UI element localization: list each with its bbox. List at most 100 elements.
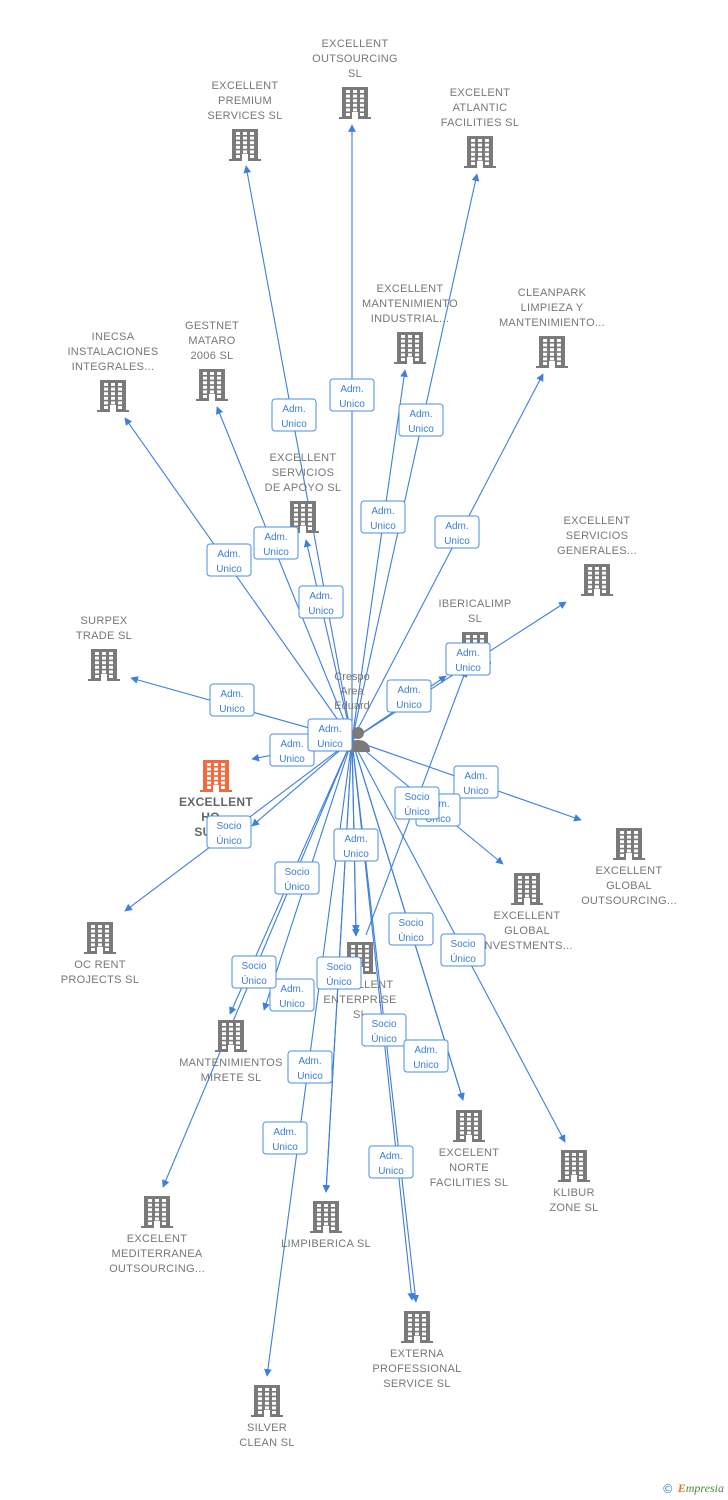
relation-label-text: Socio (371, 1019, 396, 1030)
building-window (474, 1131, 478, 1135)
relation-label-adm[interactable]: Adm.Unico (333, 828, 379, 862)
building-window (588, 567, 592, 570)
building-window (203, 372, 207, 375)
relation-label-adm[interactable]: Adm.Unico (403, 1039, 449, 1073)
building-window (105, 948, 109, 951)
building-window (272, 1388, 276, 1391)
relation-label-adm[interactable]: Adm.Unico (269, 978, 315, 1012)
relation-label-text: Socio (404, 792, 429, 803)
relation-label-text: Adm. (464, 771, 487, 782)
relation-label-text: Socio (450, 939, 475, 950)
building-window (331, 1213, 335, 1217)
building-window (401, 344, 405, 348)
building-window (294, 508, 298, 512)
building-window (408, 353, 412, 357)
company-node-c6[interactable]: INECSAINSTALACIONESINTEGRALES... (67, 331, 158, 412)
relation-label-adm[interactable]: Adm.Unico (434, 515, 480, 549)
company-node-c20[interactable]: EXCELENTMEDITERRANEAOUTSOURCING... (109, 1196, 205, 1275)
building-window (602, 576, 606, 580)
relation-label-adm[interactable]: Adm.Unico (329, 378, 375, 412)
building-door (594, 589, 600, 596)
company-name: PROFESSIONAL (372, 1363, 461, 1375)
building-window (221, 767, 225, 771)
relation-label-adm[interactable]: Adm.Unico (262, 1121, 308, 1155)
relation-label-text: Unico (413, 1060, 439, 1071)
company-node-c13[interactable]: EXCELLENTGLOBALOUTSOURCING... (581, 828, 677, 907)
relation-label-adm[interactable]: Adm.Unico (298, 585, 344, 619)
relation-label-adm[interactable]: Adm.Unico (209, 683, 255, 717)
building-window (602, 571, 606, 575)
relation-label-adm[interactable]: Adm.Unico (271, 398, 317, 432)
relation-label-adm[interactable]: Adm.Unico (307, 718, 353, 752)
company-name: EXCELENT (439, 1147, 499, 1159)
company-name: IBERICALIMP (439, 598, 512, 610)
relation-label-adm[interactable]: Adm.Unico (453, 765, 499, 799)
relation-label-adm[interactable]: Adm.Unico (360, 500, 406, 534)
relation-label-text: Unico (297, 1071, 323, 1082)
building-window (229, 1041, 233, 1045)
building-window (236, 141, 240, 145)
relation-label-adm[interactable]: Adm.Unico (253, 526, 299, 560)
relation-label-text: Unico (219, 704, 245, 715)
building-window (543, 348, 547, 352)
company-node-c9[interactable]: EXCELLENTSERVICIOSGENERALES... (557, 515, 637, 596)
building-door (571, 1175, 577, 1182)
building-window (595, 571, 599, 575)
building-window (401, 335, 405, 338)
relation-label-adm[interactable]: Adm.Unico (398, 403, 444, 437)
company-node-c14[interactable]: EXCELLENTGLOBALINVESTMENTS... (481, 873, 573, 952)
building-window (308, 517, 312, 521)
company-node-c21[interactable]: LIMPIBERICA SL (281, 1201, 371, 1250)
building-window (360, 94, 364, 98)
relation-label-adm[interactable]: Adm.Unico (368, 1145, 414, 1179)
building-window (236, 155, 240, 158)
relation-label-box (209, 683, 255, 717)
relation-label-adm[interactable]: Adm.Unico (445, 642, 491, 676)
company-name: ATLANTIC (453, 102, 508, 114)
building-window (111, 401, 115, 405)
building-window (627, 835, 631, 839)
relation-label-adm[interactable]: Adm.Unico (269, 733, 315, 767)
building-window (550, 348, 554, 352)
building-window (95, 656, 99, 660)
building-window (627, 831, 631, 834)
relation-label-box (206, 543, 252, 577)
building-window (478, 152, 482, 156)
relation-label-text: Unico (281, 419, 307, 430)
building-window (532, 876, 536, 879)
building-window (222, 1036, 226, 1040)
building-window (104, 392, 108, 396)
relation-label-adm[interactable]: Adm.Unico (206, 543, 252, 577)
relation-label-adm[interactable]: Adm.Unico (287, 1050, 333, 1084)
relation-label-adm[interactable]: Adm.Unico (386, 679, 432, 713)
building-window (627, 849, 631, 853)
building-window (478, 148, 482, 152)
relation-label-box (388, 912, 434, 946)
brand-logo[interactable]: Empresia (678, 1481, 724, 1496)
building-window (105, 943, 109, 947)
building-window (98, 925, 102, 928)
company-node-c4[interactable]: EXCELLENTMANTENIMIENTOINDUSTRIAL... (362, 283, 458, 364)
building-window (155, 1199, 159, 1202)
